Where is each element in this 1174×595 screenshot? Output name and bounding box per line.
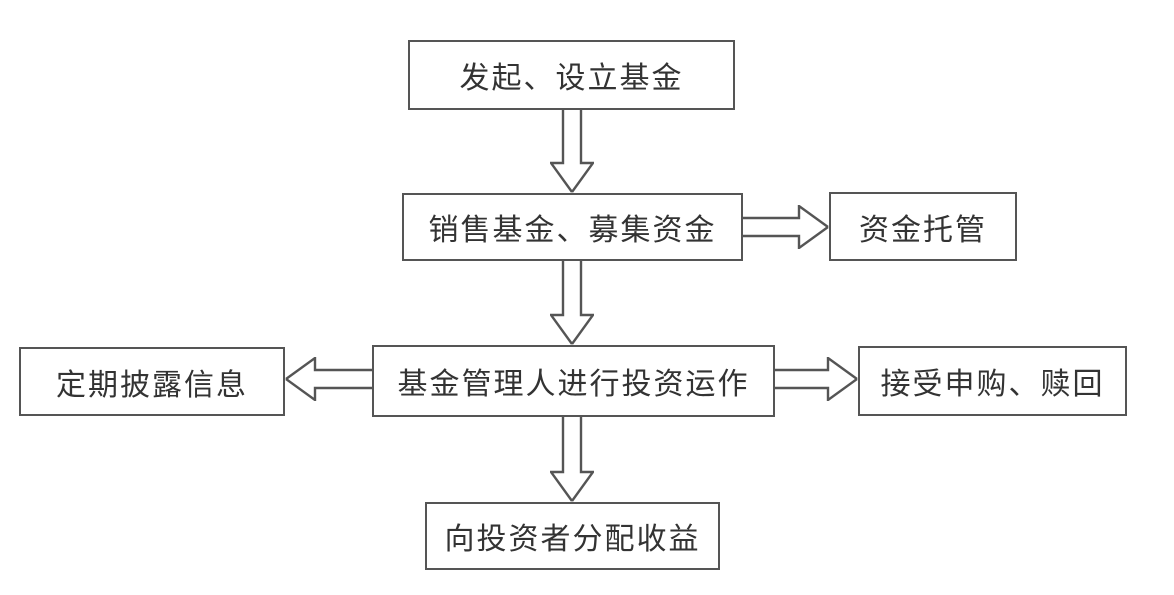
node-manager-investment-operation: 基金管理人进行投资运作 <box>372 345 775 417</box>
node-disclose-information: 定期披露信息 <box>19 347 285 416</box>
node-initiate-fund: 发起、设立基金 <box>408 40 735 110</box>
arrow-right-icon <box>775 357 858 401</box>
arrow-left-icon <box>285 357 372 401</box>
node-sell-fund-raise-capital: 销售基金、募集资金 <box>402 193 743 261</box>
node-subscription-redemption: 接受申购、赎回 <box>858 346 1127 416</box>
arrow-right-icon <box>743 205 829 249</box>
arrow-down-icon <box>550 417 594 502</box>
arrow-down-icon <box>550 261 594 345</box>
node-distribute-income: 向投资者分配收益 <box>425 502 720 570</box>
arrow-down-icon <box>550 110 594 193</box>
node-fund-custody: 资金托管 <box>829 192 1017 261</box>
